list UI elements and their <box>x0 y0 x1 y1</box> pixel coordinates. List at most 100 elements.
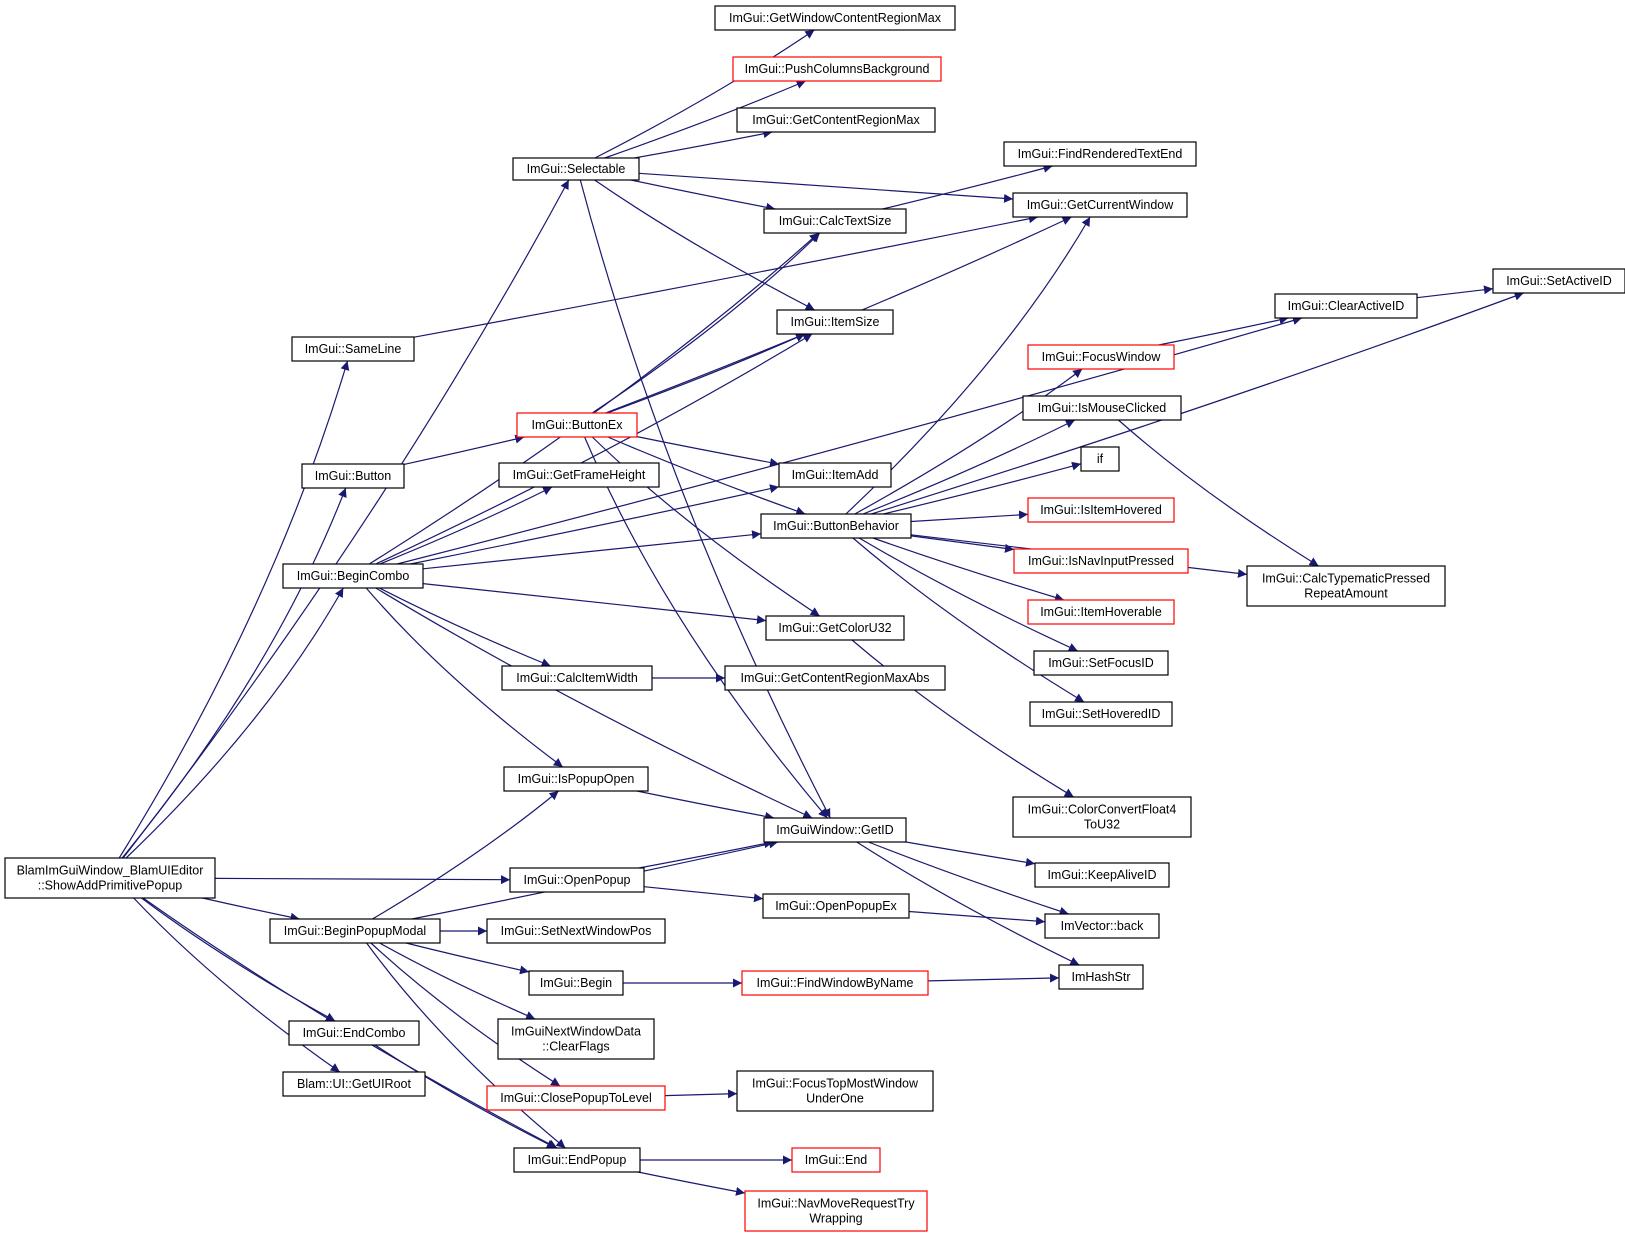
node-buttonbehavior[interactable]: ImGui::ButtonBehavior <box>760 513 912 539</box>
node-box-selectable[interactable] <box>512 157 640 181</box>
node-getframeheight[interactable]: ImGui::GetFrameHeight <box>498 462 660 488</box>
node-imhashstr[interactable]: ImHashStr <box>1058 964 1144 990</box>
node-if[interactable]: if <box>1080 446 1120 472</box>
node-openpopup[interactable]: ImGui::OpenPopup <box>509 867 645 893</box>
node-box-itemsize[interactable] <box>776 309 894 335</box>
node-box-begin[interactable] <box>528 970 624 996</box>
node-endpopup[interactable]: ImGui::EndPopup <box>513 1147 641 1173</box>
node-box-if[interactable] <box>1080 446 1120 472</box>
node-box-getframeheight[interactable] <box>498 462 660 488</box>
node-box-ismouseclicked[interactable] <box>1022 395 1182 421</box>
node-box-getwindowcontentregionmax[interactable] <box>714 5 956 31</box>
node-box-clearactiveid[interactable] <box>1274 293 1418 319</box>
node-setactiveid[interactable]: ImGui::SetActiveID <box>1492 268 1625 294</box>
node-box-buttonbehavior[interactable] <box>760 513 912 539</box>
node-getcoloru32[interactable]: ImGui::GetColorU32 <box>765 615 905 641</box>
node-clearflags[interactable]: ImGuiNextWindowData::ClearFlags <box>497 1018 655 1060</box>
node-box-isitemhovered[interactable] <box>1027 497 1175 523</box>
node-box-button[interactable] <box>301 463 405 489</box>
node-box-buttonex[interactable] <box>516 412 638 438</box>
node-box-setfocusid[interactable] <box>1033 650 1169 676</box>
node-pushcolumnsbackground[interactable]: ImGui::PushColumnsBackground <box>732 56 942 82</box>
node-vectorback[interactable]: ImVector::back <box>1044 913 1160 939</box>
node-box-focuswindow[interactable] <box>1027 344 1175 370</box>
node-getcontentregionmax[interactable]: ImGui::GetContentRegionMax <box>736 107 936 133</box>
node-keepaliveid[interactable]: ImGui::KeepAliveID <box>1034 862 1170 888</box>
node-calctextsize[interactable]: ImGui::CalcTextSize <box>763 208 907 234</box>
node-box-findrenderedtextend[interactable] <box>1003 141 1197 167</box>
node-box-openpopupex[interactable] <box>762 893 910 919</box>
node-getwindowcontentregionmax[interactable]: ImGui::GetWindowContentRegionMax <box>714 5 956 31</box>
node-getcurrentwindow[interactable]: ImGui::GetCurrentWindow <box>1012 192 1188 218</box>
node-itemadd[interactable]: ImGui::ItemAdd <box>778 462 892 488</box>
node-calcitemwidth[interactable]: ImGui::CalcItemWidth <box>501 665 653 691</box>
node-sameline[interactable]: ImGui::SameLine <box>291 336 415 362</box>
node-setfocusid[interactable]: ImGui::SetFocusID <box>1033 650 1169 676</box>
node-box-getid[interactable] <box>763 817 907 843</box>
node-box-getcontentregionmax[interactable] <box>736 107 936 133</box>
node-box-begincombo[interactable] <box>282 563 424 589</box>
node-box-colorconvert[interactable] <box>1012 796 1192 838</box>
node-box-navmoverequest[interactable] <box>744 1190 928 1232</box>
node-root[interactable]: BlamImGuiWindow_BlamUIEditor::ShowAddPri… <box>4 857 216 899</box>
node-box-calctextsize[interactable] <box>763 208 907 234</box>
node-isnavinputpressed[interactable]: ImGui::IsNavInputPressed <box>1013 548 1189 574</box>
node-box-getuiroot[interactable] <box>282 1071 426 1097</box>
node-box-root[interactable] <box>4 857 216 899</box>
node-box-vectorback[interactable] <box>1044 913 1160 939</box>
node-box-clearflags[interactable] <box>497 1018 655 1060</box>
node-box-closepopuptolevel[interactable] <box>486 1085 666 1111</box>
node-findrenderedtextend[interactable]: ImGui::FindRenderedTextEnd <box>1003 141 1197 167</box>
node-begincombo[interactable]: ImGui::BeginCombo <box>282 563 424 589</box>
node-clearactiveid[interactable]: ImGui::ClearActiveID <box>1274 293 1418 319</box>
node-box-sethoveredid[interactable] <box>1029 701 1173 727</box>
node-box-endcombo[interactable] <box>288 1020 420 1046</box>
node-sethoveredid[interactable]: ImGui::SetHoveredID <box>1029 701 1173 727</box>
node-box-itemhoverable[interactable] <box>1027 599 1175 625</box>
node-setnextwindowpos[interactable]: ImGui::SetNextWindowPos <box>486 918 666 944</box>
node-endcombo[interactable]: ImGui::EndCombo <box>288 1020 420 1046</box>
node-focuswindow[interactable]: ImGui::FocusWindow <box>1027 344 1175 370</box>
node-box-getcontentregionmaxabs[interactable] <box>724 665 946 691</box>
node-findwindowbyname[interactable]: ImGui::FindWindowByName <box>741 970 929 996</box>
node-beginpopupmodal[interactable]: ImGui::BeginPopupModal <box>269 918 441 944</box>
node-box-calcitemwidth[interactable] <box>501 665 653 691</box>
node-button[interactable]: ImGui::Button <box>301 463 405 489</box>
node-getid[interactable]: ImGuiWindow::GetID <box>763 817 907 843</box>
node-box-sameline[interactable] <box>291 336 415 362</box>
node-ismouseclicked[interactable]: ImGui::IsMouseClicked <box>1022 395 1182 421</box>
node-box-end[interactable] <box>791 1147 881 1173</box>
node-box-calctypematic[interactable] <box>1246 565 1446 607</box>
node-box-pushcolumnsbackground[interactable] <box>732 56 942 82</box>
node-itemsize[interactable]: ImGui::ItemSize <box>776 309 894 335</box>
node-box-setactiveid[interactable] <box>1492 268 1625 294</box>
node-isitemhovered[interactable]: ImGui::IsItemHovered <box>1027 497 1175 523</box>
node-box-openpopup[interactable] <box>509 867 645 893</box>
node-box-ispopupopen[interactable] <box>503 766 649 792</box>
node-box-getcurrentwindow[interactable] <box>1012 192 1188 218</box>
node-box-imhashstr[interactable] <box>1058 964 1144 990</box>
node-box-endpopup[interactable] <box>513 1147 641 1173</box>
node-itemhoverable[interactable]: ImGui::ItemHoverable <box>1027 599 1175 625</box>
node-begin[interactable]: ImGui::Begin <box>528 970 624 996</box>
node-openpopupex[interactable]: ImGui::OpenPopupEx <box>762 893 910 919</box>
node-end[interactable]: ImGui::End <box>791 1147 881 1173</box>
node-closepopuptolevel[interactable]: ImGui::ClosePopupToLevel <box>486 1085 666 1111</box>
node-buttonex[interactable]: ImGui::ButtonEx <box>516 412 638 438</box>
node-box-beginpopupmodal[interactable] <box>269 918 441 944</box>
node-box-itemadd[interactable] <box>778 462 892 488</box>
node-box-focustopmostwindow[interactable] <box>736 1070 934 1112</box>
node-box-findwindowbyname[interactable] <box>741 970 929 996</box>
node-getuiroot[interactable]: Blam::UI::GetUIRoot <box>282 1071 426 1097</box>
node-box-setnextwindowpos[interactable] <box>486 918 666 944</box>
node-ispopupopen[interactable]: ImGui::IsPopupOpen <box>503 766 649 792</box>
node-getcontentregionmaxabs[interactable]: ImGui::GetContentRegionMaxAbs <box>724 665 946 691</box>
node-box-isnavinputpressed[interactable] <box>1013 548 1189 574</box>
node-box-getcoloru32[interactable] <box>765 615 905 641</box>
node-selectable[interactable]: ImGui::Selectable <box>512 157 640 181</box>
node-box-keepaliveid[interactable] <box>1034 862 1170 888</box>
